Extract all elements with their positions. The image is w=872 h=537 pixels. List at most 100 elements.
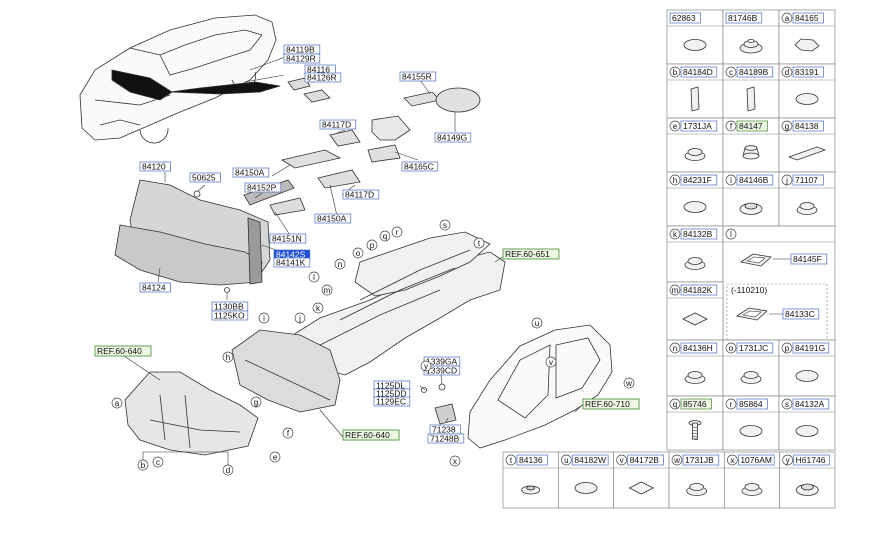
callout-label[interactable]: 1130BB	[214, 302, 244, 312]
part-number[interactable]: 84182W	[574, 455, 606, 465]
part-number[interactable]: 84136H	[683, 343, 713, 353]
callout-label[interactable]: 84155R	[402, 72, 432, 82]
drawing-stroke	[494, 255, 505, 263]
part-number[interactable]: 84189B	[739, 67, 769, 77]
letter-marker	[420, 360, 432, 372]
callout-label[interactable]: 1339CD	[426, 366, 457, 376]
callout-label[interactable]: 84129R	[286, 54, 316, 64]
part-number[interactable]: 1731JC	[739, 343, 768, 353]
part-number[interactable]: 84132A	[795, 399, 825, 409]
part-cell[interactable]: 62863	[669, 12, 707, 51]
callout-label[interactable]: 84142S	[276, 250, 306, 260]
callout-label[interactable]: 1339GA	[426, 357, 458, 367]
part-number[interactable]: 84133C	[785, 309, 815, 319]
part-number-box	[792, 342, 830, 354]
part-number[interactable]: 84184D	[683, 67, 713, 77]
letter-marker-label: m	[324, 286, 331, 295]
ref-label[interactable]: REF.60-651	[505, 249, 550, 259]
drawing-stroke	[123, 355, 161, 381]
callout-label[interactable]: 84150A	[317, 214, 347, 224]
part-number[interactable]: 84145F	[793, 254, 822, 264]
part-number[interactable]: 84138	[795, 121, 819, 131]
callout-label[interactable]: 84116	[307, 65, 330, 75]
drawing-stroke	[244, 74, 285, 83]
part-cell[interactable]: 81746B	[725, 12, 763, 54]
part-number[interactable]: 85864	[739, 399, 763, 409]
part-number[interactable]: 1076AM	[740, 455, 772, 465]
clip-circle	[421, 387, 427, 393]
part-number[interactable]: 84132B	[683, 229, 713, 239]
drawing-shape	[317, 169, 361, 189]
callout-label[interactable]: 84165C	[404, 162, 434, 172]
part-number[interactable]: 84172B	[630, 455, 660, 465]
callout-label[interactable]: 84124	[142, 283, 166, 293]
drawing-shape	[303, 89, 331, 103]
callout-label[interactable]: 84119B	[286, 45, 315, 55]
callout-label[interactable]: 1125DD	[376, 389, 407, 399]
part-number[interactable]: 84146B	[739, 175, 769, 185]
callout-label[interactable]: 71248B	[430, 434, 460, 444]
part-number[interactable]: 84191G	[795, 343, 825, 353]
callout-label[interactable]: 50625	[192, 173, 216, 183]
part-number[interactable]: 81746B	[728, 13, 758, 23]
callout-label[interactable]: 1125DL	[376, 381, 405, 391]
callout-label[interactable]: 84149G	[437, 133, 467, 143]
part-number[interactable]: 84136	[519, 455, 543, 465]
part-number[interactable]: 84165	[795, 13, 819, 23]
callout-label[interactable]: 84120	[142, 162, 166, 172]
ref-label[interactable]: REF.60-710	[585, 399, 630, 409]
part-number[interactable]: 83191	[795, 67, 819, 77]
part-number[interactable]: 1731JA	[683, 121, 712, 131]
letter-marker-label: h	[226, 353, 230, 362]
callout-label[interactable]: 84152P	[247, 183, 277, 193]
callout-label[interactable]: 84117D	[345, 190, 374, 200]
part-number[interactable]: 84147	[739, 121, 763, 131]
part-number[interactable]: 71107	[795, 175, 818, 185]
part-number[interactable]: 62863	[672, 13, 696, 23]
callout-label[interactable]: 71238	[432, 425, 456, 435]
part-number[interactable]: 84231F	[683, 175, 712, 185]
part-number[interactable]: 1731JB	[685, 455, 714, 465]
part-number-box	[680, 284, 718, 296]
callout-label[interactable]: 1129EC	[376, 397, 406, 407]
callout-label[interactable]: 84141K	[276, 258, 306, 268]
part-number[interactable]: 85746	[683, 399, 707, 409]
part-number[interactable]: H61746	[796, 455, 826, 465]
callout-label[interactable]: 1125KO	[214, 311, 245, 321]
part-number[interactable]: 84182K	[683, 285, 713, 295]
callout-label[interactable]: 84117D	[322, 120, 351, 130]
ref-label[interactable]: REF.60-640	[345, 430, 390, 440]
ref-label[interactable]: REF.60-640	[97, 346, 142, 356]
part-number-box	[680, 66, 718, 78]
callout-label[interactable]: 84151N	[272, 234, 302, 244]
callout-label[interactable]: 84150A	[235, 168, 265, 178]
callout-label[interactable]: 84126R	[307, 73, 337, 83]
letter-marker	[449, 455, 461, 467]
